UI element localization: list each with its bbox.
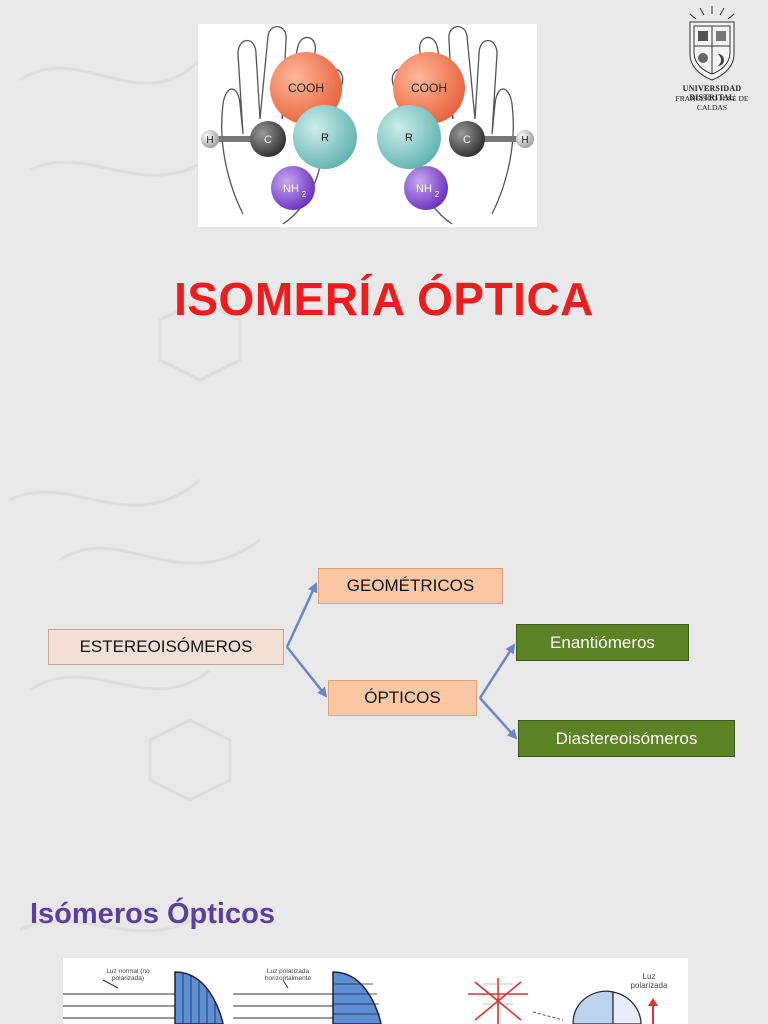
section-title: Isómeros Ópticos — [30, 898, 275, 930]
label-luz-polarizada: Luz polarizada — [630, 972, 668, 990]
university-logo: UNIVERSIDAD DISTRITAL FRANCISCO JOSÉ DE … — [660, 4, 764, 112]
chirality-hands-illustration: H COOH NH 2 R C H COOH NH 2 R C — [198, 24, 537, 227]
page-title: ISOMERÍA ÓPTICA — [174, 273, 594, 325]
right-h-label: H — [521, 135, 528, 146]
right-nh-label: NH — [416, 183, 432, 195]
university-name-line1: UNIVERSIDAD DISTRITAL — [682, 84, 742, 102]
node-geometricos: GEOMÉTRICOS — [318, 568, 503, 604]
label-luz-polarizada-horizontal: Luz polarizada horizontalmente — [264, 968, 312, 982]
left-h-label: H — [206, 135, 213, 146]
node-opticos: ÓPTICOS — [328, 680, 477, 716]
label-luz-normal: Luz normal (no polarizada) — [106, 968, 150, 982]
right-nh-subscript: 2 — [435, 190, 440, 199]
university-crest-icon — [689, 6, 735, 81]
node-enantiomeros: Enantiómeros — [516, 624, 689, 661]
left-c-label: C — [264, 134, 272, 146]
left-nh-subscript: 2 — [302, 190, 307, 199]
left-nh-label: NH — [283, 183, 299, 195]
right-r-label: R — [405, 132, 413, 144]
right-c-label: C — [463, 134, 471, 146]
left-r-label: R — [321, 132, 329, 144]
right-cooh-label: COOH — [411, 81, 447, 95]
left-cooh-label: COOH — [288, 81, 324, 95]
node-estereoisomeros: ESTEREOISÓMEROS — [48, 629, 284, 665]
polarized-light-illustration: Luz normal (no polarizada) Luz polarizad… — [63, 958, 688, 1024]
node-diastereoisomeros: Diastereoisómeros — [518, 720, 735, 757]
university-name-line2: FRANCISCO JOSÉ DE CALDAS — [675, 94, 749, 112]
